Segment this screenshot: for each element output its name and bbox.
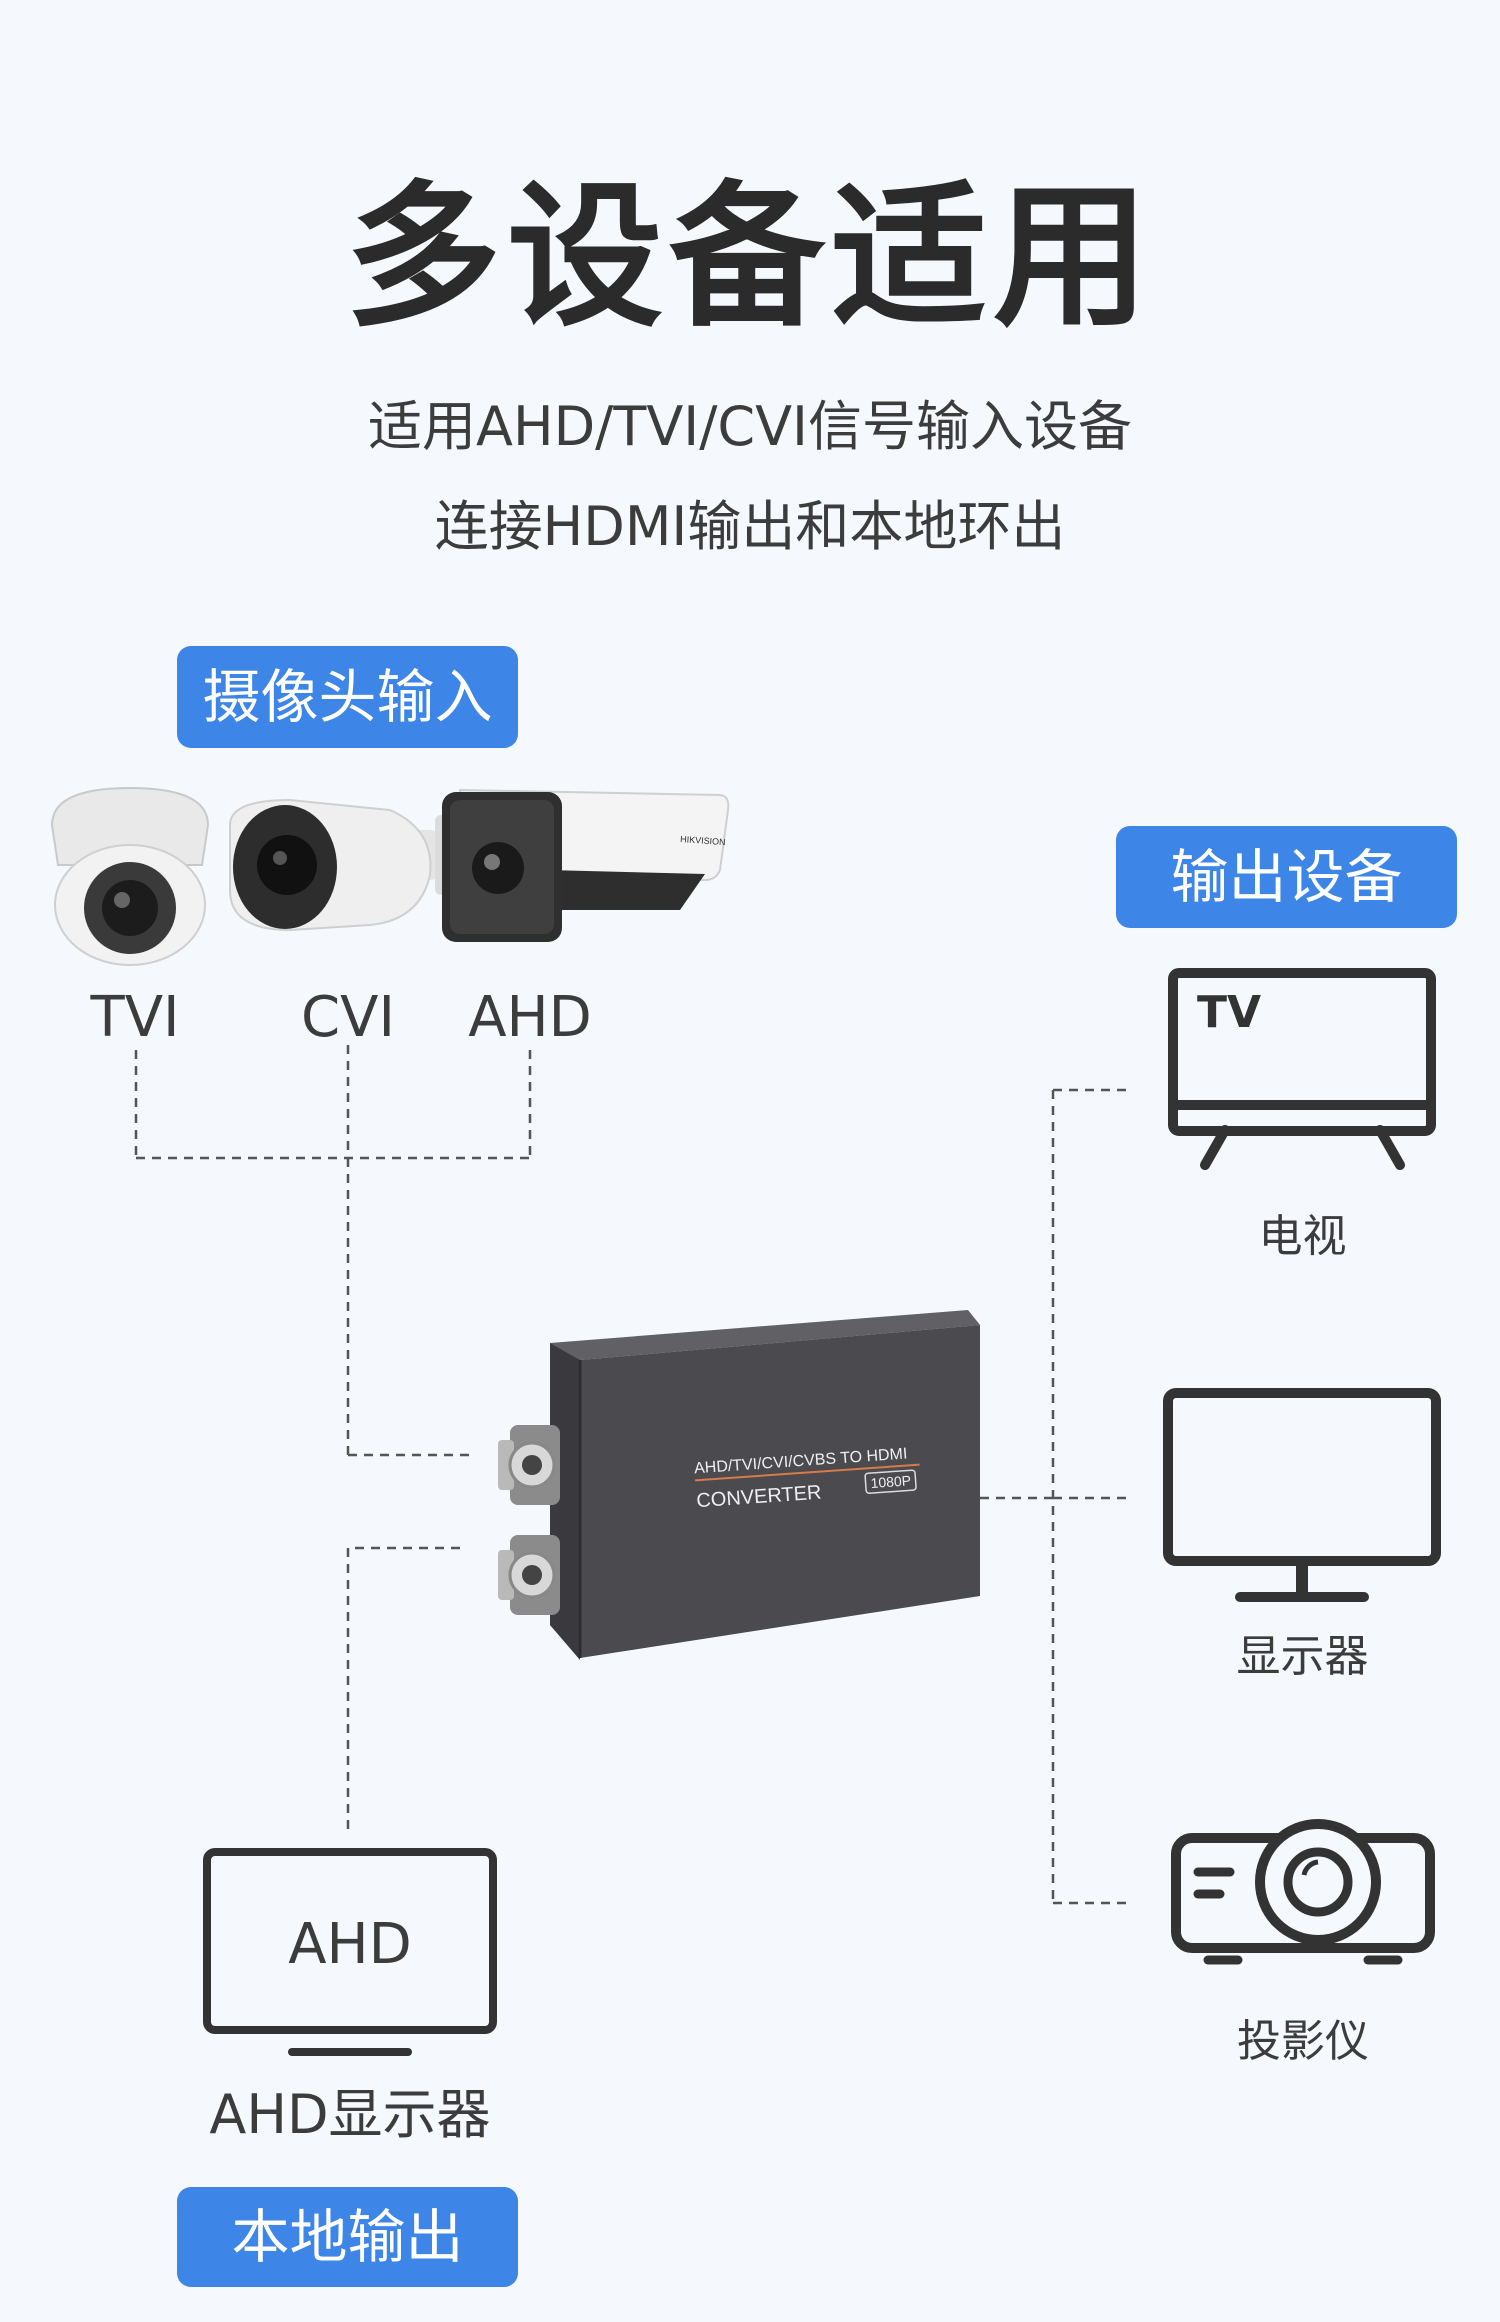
bnc-connector-bottom-icon (498, 1535, 560, 1615)
projector-icon (1171, 1819, 1435, 1965)
tv-icon: TV (1168, 968, 1436, 1170)
subtitle-line-2: 连接HDMI输出和本地环出 (434, 495, 1066, 558)
camera-group: HIKVISION (50, 786, 730, 966)
output-label-monitor: 显示器 (1236, 1631, 1369, 1682)
bnc-connector-top-icon (498, 1425, 560, 1505)
resolution-badge: 1080P (870, 1472, 912, 1491)
camera-label-cvi: CVI (301, 985, 395, 1050)
page-title: 多设备适用 (345, 165, 1155, 348)
box-camera-icon: HIKVISION (442, 788, 730, 942)
ahd-screen-text: AHD (288, 1912, 412, 1977)
camera-brand-text: HIKVISION (680, 834, 726, 847)
tv-screen-text: TV (1197, 987, 1261, 1038)
camera-label-tvi: TVI (90, 985, 180, 1050)
camera-label-ahd: AHD (468, 985, 592, 1050)
ahd-monitor-icon: AHD (203, 1848, 497, 2056)
local-monitor-label: AHD显示器 (209, 2083, 491, 2146)
monitor-icon (1163, 1388, 1441, 1602)
output-label-projector: 投影仪 (1237, 2016, 1369, 2067)
bullet-camera-icon (229, 798, 457, 932)
dome-camera-icon (50, 786, 210, 966)
output-label-tv: 电视 (1258, 1211, 1347, 1262)
converter-device: AHD/TVI/CVI/CVBS TO HDMI CONVERTER 1080P (498, 1310, 980, 1660)
output-devices-badge: 输出设备 (1116, 826, 1457, 928)
camera-input-badge: 摄像头输入 (177, 646, 518, 748)
subtitle-line-1: 适用AHD/TVI/CVI信号输入设备 (368, 395, 1132, 458)
local-output-badge: 本地输出 (177, 2187, 518, 2287)
